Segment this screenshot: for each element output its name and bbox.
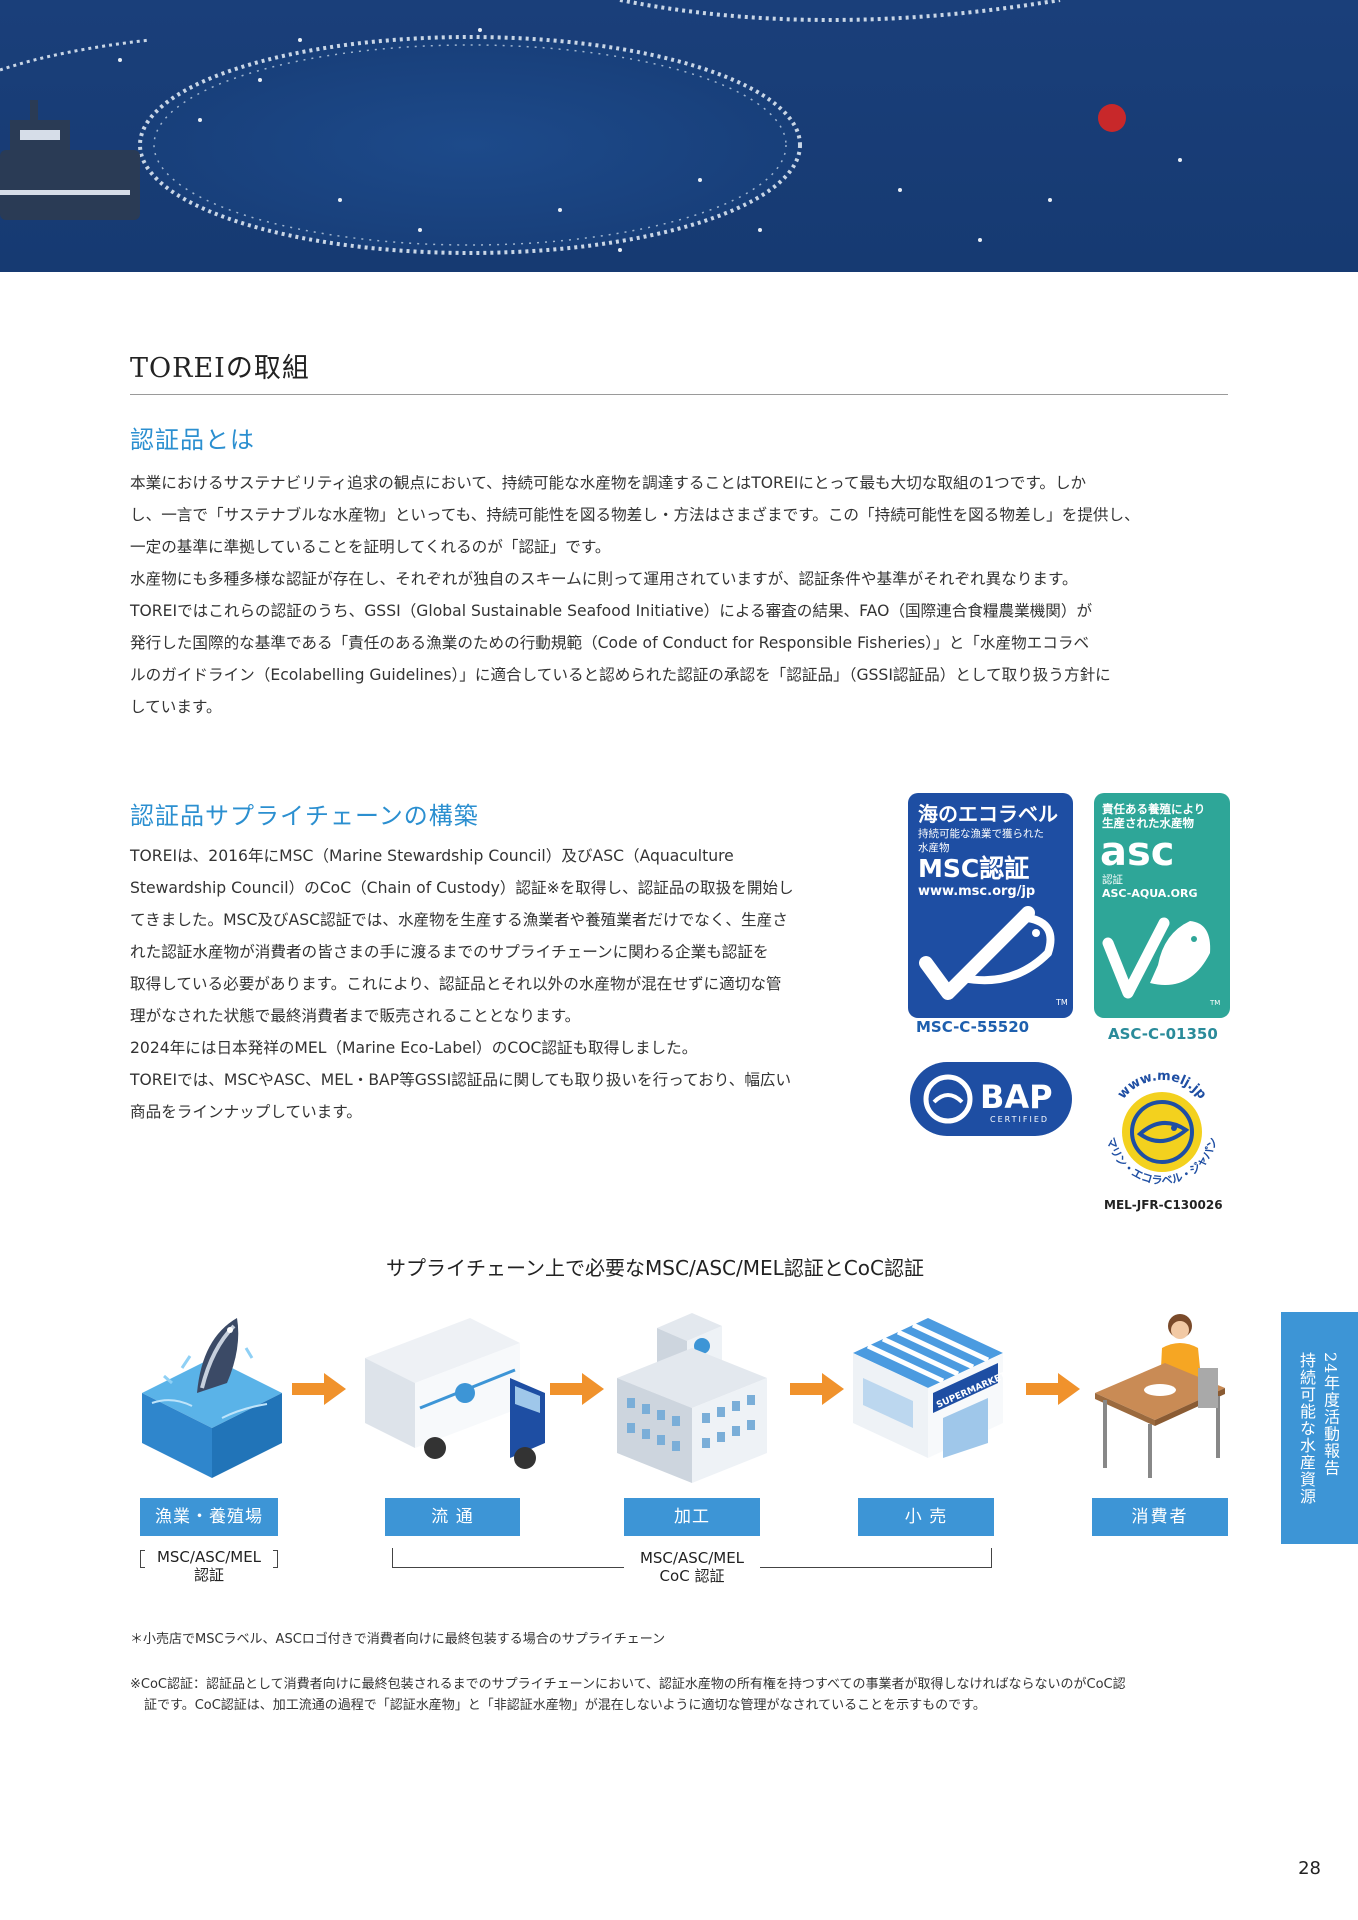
text-line: し、一言で「サステナブルな水産物」といっても、持続可能性を図る物差し・方法はさま…: [130, 506, 1140, 524]
truck-illustration: [360, 1308, 550, 1482]
text-line: れた認証水産物が消費者の皆さまの手に渡るまでのサプライチェーンに関わる企業も認証…: [130, 943, 769, 961]
bap-sub: CERTIFIED: [990, 1115, 1049, 1124]
bracket-right: [760, 1548, 992, 1568]
page-number: 28: [1298, 1858, 1321, 1879]
text-line: 発行した国際的な基準である「責任のある漁業のための行動規範（Code of Co…: [130, 634, 1090, 652]
consumer-illustration: [1090, 1308, 1230, 1482]
asc-line1: 責任ある養殖により: [1102, 802, 1205, 816]
text-line: 水産物にも多種多様な認証が存在し、それぞれが独自のスキームに則って運用されていま…: [130, 570, 1078, 588]
text-line: 取得している必要があります。これにより、認証品とそれ以外の水産物が混在せずに適切…: [130, 975, 782, 993]
text-line: 一定の基準に準拠していることを証明してくれるのが「認証」です。: [130, 538, 611, 556]
stage-distribution: 流 通: [385, 1498, 520, 1536]
asc-tm: TM: [1209, 999, 1220, 1007]
cert-scheme: MSC/ASC/MEL: [639, 1549, 745, 1567]
stage-processing: 加工: [624, 1498, 760, 1536]
msc-line4: MSC認証: [918, 854, 1029, 883]
text-line: 本業におけるサステナビリティ追求の観点において、持続可能な水産物を調達することは…: [130, 474, 1087, 492]
bap-brand: BAP: [980, 1078, 1053, 1116]
asc-fish-check-mark: [1102, 917, 1211, 999]
side-tab-report: 24年度活動報告: [1321, 1352, 1340, 1477]
stage-consumer: 消費者: [1092, 1498, 1228, 1536]
msc-line5: www.msc.org/jp: [918, 884, 1035, 899]
hero-photo-fish-farm: [0, 0, 1358, 272]
msc-logo: 海のエコラベル 持続可能な漁業で獲られた 水産物 MSC認証 www.msc.o…: [908, 793, 1073, 1018]
text-line: しています。: [130, 698, 222, 716]
mel-cert-code: MEL-JFR-C130026: [1104, 1198, 1223, 1212]
cert-type: CoC 認証: [659, 1567, 725, 1585]
text-line: 商品をラインナップしています。: [130, 1103, 362, 1121]
text-line: 理がなされた状態で最終消費者まで販売されることとなります。: [130, 1007, 581, 1025]
cert-scheme: MSC/ASC/MEL: [156, 1548, 262, 1566]
factory-illustration: [612, 1308, 772, 1492]
msc-cert-code: MSC-C-55520: [916, 1018, 1030, 1036]
text-line: ルのガイドライン（Ecolabelling Guidelines）」に適合してい…: [130, 666, 1111, 684]
supply-chain-paragraph: TOREIは、2016年にMSC（Marine Stewardship Coun…: [130, 840, 882, 1128]
asc-line3: 認証: [1102, 873, 1124, 886]
text-line: TOREIは、2016年にMSC（Marine Stewardship Coun…: [130, 847, 734, 865]
arrow-right-icon: [292, 1373, 346, 1405]
title-divider: [130, 394, 1228, 395]
text-line: TOREIでは、MSCやASC、MEL・BAP等GSSI認証品に関しても取り扱い…: [130, 1071, 792, 1089]
heading-certified-products: 認証品とは: [130, 426, 255, 454]
asc-logo: 責任ある養殖により 生産された水産物 asc 認証 ASC-AQUA.ORG T…: [1094, 793, 1230, 1018]
bracket-left: [392, 1548, 624, 1568]
side-tab-topic: 持続可能な水産資源: [1297, 1352, 1316, 1505]
fishery-illustration: [142, 1308, 282, 1482]
stage-fishery: 漁業・養殖場: [140, 1498, 278, 1536]
msc-line3: 水産物: [918, 841, 950, 854]
text-line: 2024年には日本発祥のMEL（Marine Eco-Label）のCOC認証も…: [130, 1039, 698, 1057]
fishery-certification: MSC/ASC/MEL 認証: [140, 1548, 278, 1584]
coc-certification: MSC/ASC/MEL CoC 認証: [392, 1548, 992, 1588]
msc-fish-check-mark: [919, 906, 1055, 1000]
asc-cert-code: ASC-C-01350: [1108, 1025, 1218, 1043]
bracket-right: [273, 1550, 278, 1568]
mel-logo: www.melj.jp マリン・エコラベル・ジャパン: [1094, 1060, 1230, 1196]
arrow-right-icon: [790, 1373, 844, 1405]
asc-line2: 生産された水産物: [1102, 816, 1194, 830]
footnote-coc: ※CoC認証：認証品として消費者向けに最終包装されるまでのサプライチェーンにおい…: [130, 1674, 1230, 1716]
bracket-left: [140, 1550, 145, 1568]
text-line: てきました。MSC及びASC認証では、水産物を生産する漁業者や養殖業者だけでなく…: [130, 911, 788, 929]
footnote-retail: ＊小売店でMSCラベル、ASCロゴ付きで消費者向けに最終包装する場合のサプライチ…: [130, 1632, 666, 1647]
section-title: TOREIの取組: [130, 353, 310, 384]
text-line: TOREIではこれらの認証のうち、GSSI（Global Sustainable…: [130, 602, 1093, 620]
supply-chain-title: サプライチェーン上で必要なMSC/ASC/MEL認証とCoC認証: [386, 1256, 924, 1280]
asc-line4: ASC-AQUA.ORG: [1102, 887, 1198, 900]
msc-tm: TM: [1055, 998, 1068, 1007]
intro-paragraph: 本業におけるサステナビリティ追求の観点において、持続可能な水産物を調達することは…: [130, 467, 1230, 723]
cert-type: 認証: [193, 1566, 224, 1584]
footnote-line: 証です。CoC認証は、加工流通の過程で「認証水産物」と「非認証水産物」が混在しな…: [144, 1698, 986, 1713]
text-line: Stewardship Council）のCoC（Chain of Custod…: [130, 879, 794, 897]
arrow-right-icon: [550, 1373, 604, 1405]
side-chapter-tab: 24年度活動報告 持続可能な水産資源: [1281, 1312, 1358, 1544]
msc-line1: 海のエコラベル: [918, 802, 1058, 826]
footnote-line: ※CoC認証：認証品として消費者向けに最終包装されるまでのサプライチェーンにおい…: [130, 1677, 1126, 1692]
supermarket-illustration: SUPERMARKET: [848, 1308, 1009, 1482]
arrow-right-icon: [1026, 1373, 1080, 1405]
asc-brand: asc: [1100, 829, 1175, 875]
heading-supply-chain: 認証品サプライチェーンの構築: [130, 802, 479, 830]
bap-logo: BAP CERTIFIED: [910, 1062, 1072, 1136]
msc-line2: 持続可能な漁業で獲られた: [918, 827, 1044, 840]
stage-retail: 小 売: [858, 1498, 994, 1536]
